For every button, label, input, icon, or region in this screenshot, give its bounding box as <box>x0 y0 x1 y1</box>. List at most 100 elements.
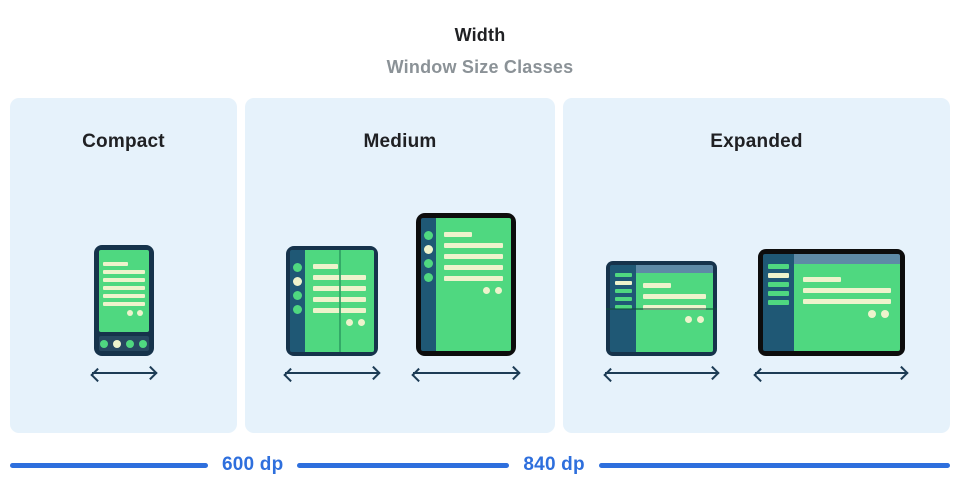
panel-medium-title: Medium <box>363 131 437 152</box>
nav-item-bar <box>615 305 632 309</box>
panel-expanded-title: Expanded <box>710 131 803 152</box>
width-arrow <box>413 372 519 374</box>
panel-compact: Compact <box>10 98 237 433</box>
content-dot <box>136 310 143 316</box>
app-top-bar <box>793 254 900 264</box>
expanded-laptop-group <box>755 249 907 374</box>
medium-tablet-group <box>413 213 519 374</box>
width-arrow <box>285 372 379 374</box>
rail-dot <box>424 259 433 268</box>
content-line <box>444 243 503 248</box>
content-line <box>802 288 891 293</box>
nav-item-bar <box>767 273 789 278</box>
nav-rail <box>290 250 305 352</box>
panel-medium: Medium <box>245 98 555 433</box>
main-area <box>636 265 713 352</box>
content-line <box>444 265 503 270</box>
content-line <box>802 299 891 304</box>
width-arrow <box>605 372 718 374</box>
content-line <box>102 294 145 298</box>
rail-dot <box>424 231 433 240</box>
nav-item-bar <box>767 282 789 287</box>
nav-item-bar <box>767 300 789 305</box>
nav-rail <box>421 218 436 351</box>
nav-item-bar <box>767 291 789 296</box>
content-line <box>102 286 145 290</box>
rail-dot <box>293 277 302 286</box>
phone-portrait-illustration <box>93 245 154 356</box>
width-arrow <box>91 372 156 374</box>
phone-nav-bar <box>98 336 149 351</box>
diagram-header: Width Window Size Classes <box>0 25 960 78</box>
nav-dot <box>100 339 108 348</box>
nav-item-bar <box>615 273 632 277</box>
content-line <box>313 264 339 269</box>
foldable-portrait-illustration <box>286 246 378 356</box>
fold-crease <box>606 307 717 310</box>
nav-item-bar <box>615 297 632 301</box>
content-dots <box>803 310 891 318</box>
axis-line-segment <box>297 462 510 468</box>
nav-dot <box>139 339 147 348</box>
phone-screen <box>98 250 149 332</box>
rail-dot <box>424 273 433 282</box>
rail-dot <box>293 263 302 272</box>
content-line <box>444 232 473 237</box>
panel-expanded: Expanded <box>563 98 950 433</box>
content-dot <box>358 319 365 326</box>
axis-line-segment <box>10 462 208 468</box>
fold-crease <box>338 250 341 352</box>
content-dots <box>313 319 366 326</box>
content-line <box>643 283 671 288</box>
foldable-screen <box>305 250 374 352</box>
content-dots <box>643 316 706 323</box>
content-dot <box>880 310 889 318</box>
content-dots <box>444 287 503 294</box>
content-line <box>102 278 145 282</box>
content-dot <box>495 287 502 294</box>
rail-dot <box>293 305 302 314</box>
diagram-title: Width <box>454 25 506 45</box>
compact-phone-group <box>91 245 156 374</box>
breakpoint-600dp: 600 dp <box>222 454 284 475</box>
rail-dot <box>293 291 302 300</box>
panel-compact-title: Compact <box>82 131 165 152</box>
diagram-subtitle: Window Size Classes <box>386 57 574 77</box>
nav-item-bar <box>615 281 632 285</box>
nav-item-bar <box>615 289 632 293</box>
nav-dot <box>126 339 134 348</box>
main-area <box>793 254 900 351</box>
nav-item-bar <box>767 264 789 269</box>
rail-dot <box>424 245 433 254</box>
content-line <box>102 270 145 274</box>
laptop-landscape-illustration <box>757 249 905 356</box>
content-line <box>102 262 128 266</box>
content-line <box>102 302 145 306</box>
breakpoint-840dp: 840 dp <box>523 454 585 475</box>
side-navigation <box>762 254 794 351</box>
content-line <box>444 254 503 259</box>
content-dot <box>483 287 490 294</box>
nav-dot <box>113 339 121 348</box>
content-line <box>444 276 503 281</box>
content-line <box>643 294 706 299</box>
width-arrow <box>755 372 907 374</box>
content-dots <box>103 310 145 316</box>
content-dot <box>346 319 353 326</box>
size-class-panels: Compact <box>10 98 950 433</box>
breakpoint-axis: 600 dp 840 dp <box>10 453 950 477</box>
tablet-portrait-illustration <box>416 213 516 356</box>
medium-foldable-group <box>285 246 379 374</box>
laptop-screen <box>793 264 900 351</box>
expanded-foldable-group <box>605 261 718 374</box>
app-top-bar <box>636 265 713 273</box>
content-line <box>802 277 842 282</box>
content-dot <box>697 316 704 323</box>
content-dot <box>685 316 692 323</box>
foldable-landscape-illustration <box>606 261 717 356</box>
tablet-screen <box>436 218 511 351</box>
content-dot <box>126 310 133 316</box>
axis-line-segment <box>598 462 950 468</box>
content-dot <box>867 310 876 318</box>
